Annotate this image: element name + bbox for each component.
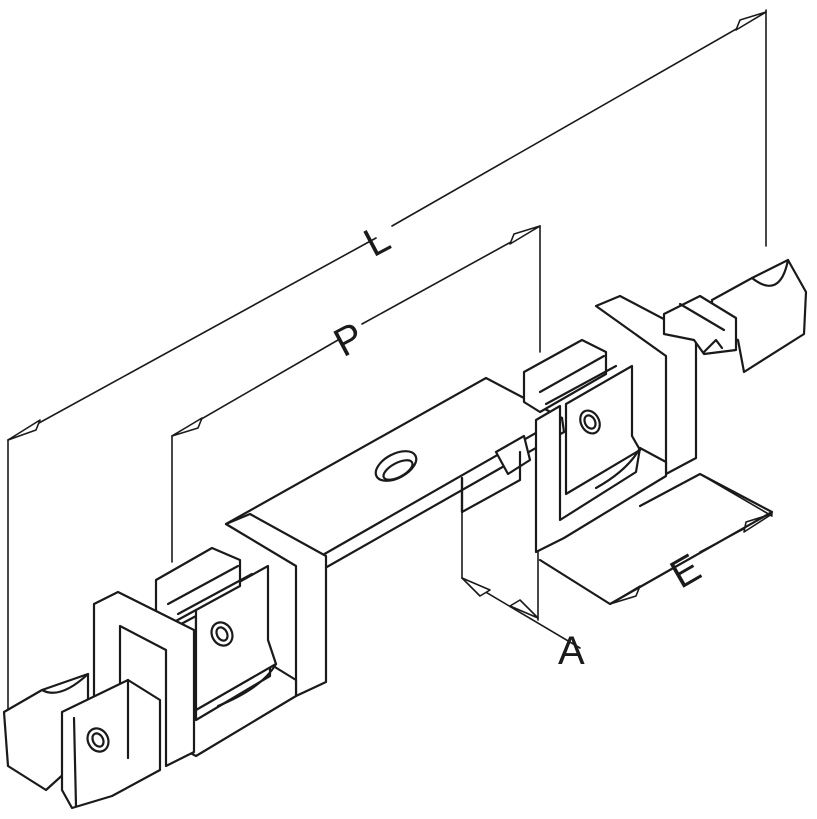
right-terminal-tip (702, 338, 724, 354)
right-terminal-neck-line (678, 302, 726, 332)
dim-l-line-upper (391, 11, 767, 227)
left-clip-tab-line-a (166, 564, 240, 606)
right-clip-tab-line-b (544, 364, 618, 406)
left-terminal-tab (60, 678, 162, 810)
right-clip-inner-fold (494, 434, 532, 476)
right-clip-jaw (564, 364, 642, 496)
dim-e-arrow-upper (743, 513, 773, 533)
right-clip-tab (522, 338, 608, 414)
dim-l-arrow-left (7, 419, 41, 441)
dim-p-arrow-right (509, 225, 541, 245)
dim-e-label: E (663, 546, 708, 597)
right-terminal-neck (662, 294, 738, 356)
right-clip-outer-wall (594, 294, 698, 476)
dim-l-arrow-right (735, 11, 767, 31)
left-terminal-hole-inner (91, 732, 105, 748)
left-clip-tab-line-b (176, 572, 254, 616)
dim-l-line-lower (7, 237, 377, 441)
right-clip-front-wall (534, 404, 668, 554)
left-clip-jaw-curve (216, 662, 278, 708)
dim-p-arrow-left (171, 417, 203, 437)
dim-a-arrow-left (461, 577, 491, 597)
center-mounting-hole-inner (382, 459, 414, 481)
right-terminal-curve (750, 258, 790, 287)
left-clip-hole-inner (215, 626, 229, 642)
right-fuse-clip (460, 294, 698, 554)
left-clip-jaw (194, 564, 278, 712)
base-plate-outline (538, 472, 774, 606)
dim-l-label: L (357, 216, 397, 265)
dim-a-arrow-right (509, 599, 539, 619)
left-clip-back-wall (224, 512, 328, 698)
right-clip-hole-inner (583, 414, 597, 430)
right-terminal (662, 258, 808, 374)
right-clip-tab-line-a (538, 354, 606, 394)
dim-a-label: A (558, 629, 585, 673)
left-terminal-tab-edge (72, 716, 78, 808)
right-clip-side (460, 450, 522, 514)
left-terminal (2, 672, 162, 810)
left-terminal-curve (40, 672, 90, 694)
right-clip-jaw-curve (594, 446, 642, 490)
